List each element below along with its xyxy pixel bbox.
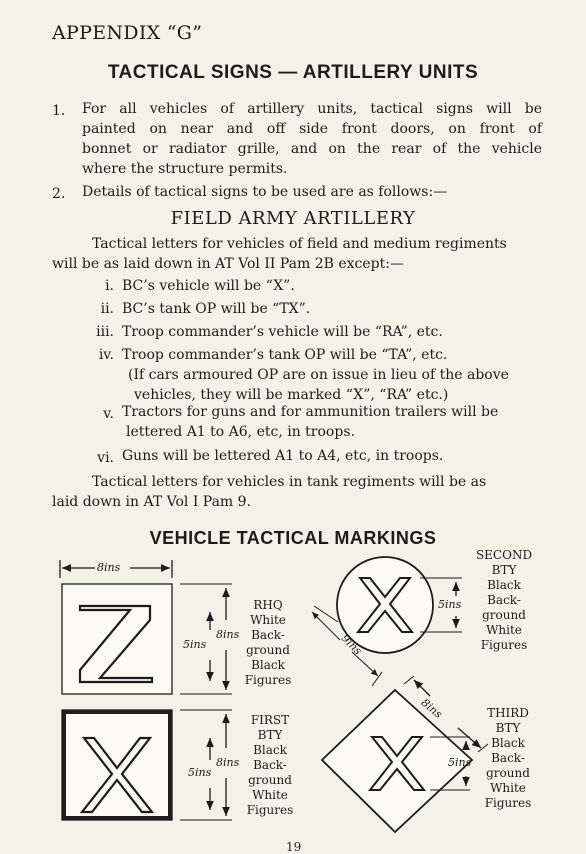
label-line: SECOND: [475, 548, 533, 562]
label-line: White: [252, 788, 288, 802]
label-line: Black: [487, 578, 521, 592]
label-line: RHQ: [253, 598, 283, 612]
first-bty-label: FIRST BTY Black Back- ground White Figur…: [240, 713, 300, 818]
item-number: i.: [105, 278, 114, 294]
tank-line: Tactical letters for vehicles in tank re…: [92, 474, 487, 490]
label-line: FIRST: [250, 713, 290, 727]
dim-top-width: 8ins: [97, 561, 121, 574]
page-title: TACTICAL SIGNS — ARTILLERY UNITS: [107, 62, 479, 83]
list-item: Troop commander’s vehicle will be “RA”, …: [122, 324, 443, 340]
label-line: ground: [246, 643, 290, 657]
item-number: ii.: [100, 301, 114, 317]
rhq-label: RHQ White Back- ground Black Figures: [240, 598, 296, 688]
dim-first-letter: 5ins: [188, 766, 212, 779]
para1-line: painted on near and off side front doors…: [82, 121, 542, 137]
para1: For all vehicles of artillery units, tac…: [82, 99, 542, 179]
section-heading: FIELD ARMY ARTILLERY: [170, 208, 416, 229]
label-line: Figures: [246, 803, 294, 817]
item-number: vi.: [97, 450, 114, 466]
item-number: v.: [103, 406, 114, 422]
label-line: BTY: [495, 721, 521, 735]
second-bty-sign: [336, 556, 434, 654]
label-line: White: [490, 781, 526, 795]
dim-rhq-box: 8ins: [216, 628, 240, 641]
para2: Details of tactical signs to be used are…: [82, 184, 448, 200]
label-line: Black: [491, 736, 525, 750]
label-line: Back-: [491, 751, 525, 765]
label-line: Figures: [480, 638, 528, 652]
list-item-line: vehicles, they will be marked “X”, “RA” …: [134, 387, 449, 403]
tank-line: laid down in AT Vol I Pam 9.: [52, 494, 252, 510]
label-line: ground: [248, 773, 292, 787]
label-line: White: [250, 613, 286, 627]
label-line: ground: [486, 766, 530, 780]
para1-number: 1.: [52, 103, 66, 119]
list-item: BC’s tank OP will be “TX”.: [122, 301, 311, 317]
page-number: 19: [286, 840, 302, 854]
intro-line: will be as laid down in AT Vol II Pam 2B…: [52, 256, 404, 272]
second-bty-label: SECOND BTY Black Back- ground White Figu…: [470, 548, 538, 653]
appendix-label: APPENDIX “G”: [52, 22, 203, 44]
label-line: Black: [251, 658, 285, 672]
label-line: White: [486, 623, 522, 637]
dim-rhq-letter: 5ins: [183, 638, 207, 651]
list-item-line: Tractors for guns and for ammunition tra…: [122, 404, 499, 420]
label-line: Black: [253, 743, 287, 757]
dim-first-box: 8ins: [216, 756, 240, 769]
list-item: Troop commander’s tank OP will be “TA”, …: [122, 345, 509, 405]
list-item-line: (If cars armoured OP are on issue in lie…: [128, 367, 509, 383]
rhq-sign: [61, 583, 173, 695]
intro-paragraph: Tactical letters for vehicles of field a…: [52, 234, 534, 274]
label-line: Back-: [253, 758, 287, 772]
list-item: Tractors for guns and for ammunition tra…: [122, 402, 498, 442]
label-line: THIRD: [487, 706, 529, 720]
label-line: Back-: [251, 628, 285, 642]
label-line: Figures: [244, 673, 292, 687]
dim-diamond-letter: 5ins: [448, 756, 472, 769]
para1-line: For all vehicles of artillery units, tac…: [82, 101, 542, 117]
list-item: Guns will be lettered A1 to A4, etc, in …: [122, 448, 444, 464]
para1-line: bonnet or radiator grille, and on the re…: [82, 141, 542, 157]
item-number: iii.: [96, 324, 114, 340]
list-item: BC’s vehicle will be “X”.: [122, 278, 295, 294]
para2-number: 2.: [52, 186, 66, 202]
dim-circle-letter: 5ins: [438, 598, 462, 611]
label-line: ground: [482, 608, 526, 622]
tank-paragraph: Tactical letters for vehicles in tank re…: [52, 472, 534, 512]
list-item-line: Troop commander’s tank OP will be “TA”, …: [122, 347, 448, 363]
intro-line: Tactical letters for vehicles of field a…: [92, 236, 507, 252]
label-line: BTY: [491, 563, 517, 577]
item-number: iv.: [98, 347, 114, 363]
markings-heading: VEHICLE TACTICAL MARKINGS: [149, 528, 437, 548]
label-line: BTY: [257, 728, 283, 742]
list-item-line: lettered A1 to A6, etc, in troops.: [126, 424, 355, 440]
label-line: Figures: [484, 796, 532, 810]
para1-line: where the structure permits.: [82, 161, 288, 177]
label-line: Back-: [487, 593, 521, 607]
third-bty-label: THIRD BTY Black Back- ground White Figur…: [476, 706, 540, 811]
first-bty-sign: [61, 709, 173, 821]
